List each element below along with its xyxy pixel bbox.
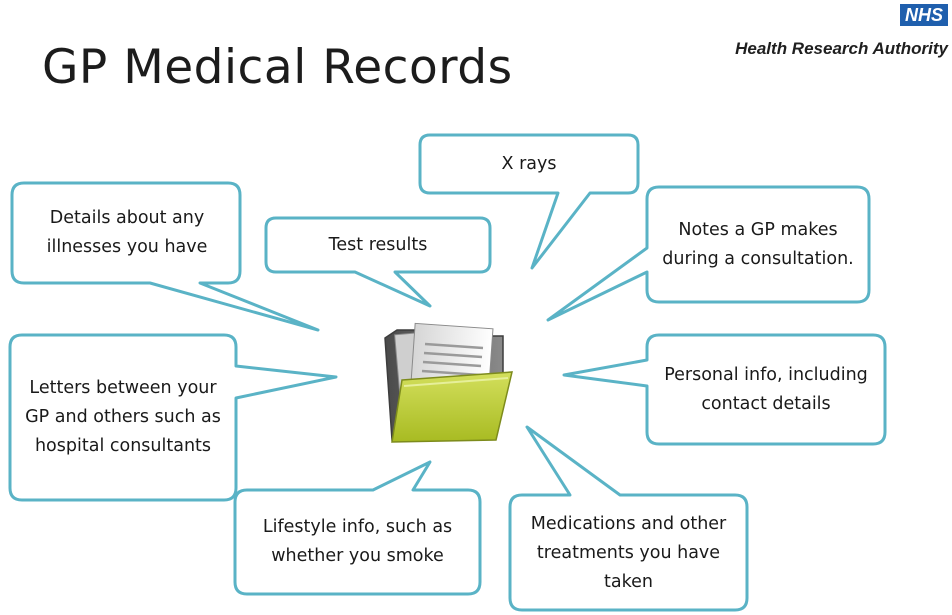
bubble-illnesses xyxy=(10,181,320,332)
page-title: GP Medical Records xyxy=(42,40,513,95)
letters-text: Letters between your GP and others such … xyxy=(25,377,221,456)
personal-info-text: Personal info, including contact details xyxy=(664,365,868,414)
test-results-text: Test results xyxy=(328,234,428,255)
medications-text: Medications and other treatments you hav… xyxy=(530,513,727,592)
gp-notes-text: Notes a GP makes during a consultation. xyxy=(662,220,854,269)
lifestyle-text: Lifestyle info, such as whether you smok… xyxy=(262,517,453,566)
bubble-personal-info xyxy=(562,333,887,446)
bubble-letters xyxy=(8,333,338,502)
folder-with-documents-icon xyxy=(384,322,513,443)
bubble-xrays xyxy=(418,133,640,270)
bubble-test-results xyxy=(264,216,492,308)
organisation-name: Health Research Authority xyxy=(735,39,948,58)
illnesses-text: Details about any illnesses you have xyxy=(46,208,208,257)
bubble-medications xyxy=(508,425,749,612)
xrays-text: X rays xyxy=(501,153,557,174)
nhs-logo: NHS xyxy=(899,4,948,26)
bubble-gp-notes xyxy=(546,185,871,322)
bubble-lifestyle xyxy=(233,460,482,596)
